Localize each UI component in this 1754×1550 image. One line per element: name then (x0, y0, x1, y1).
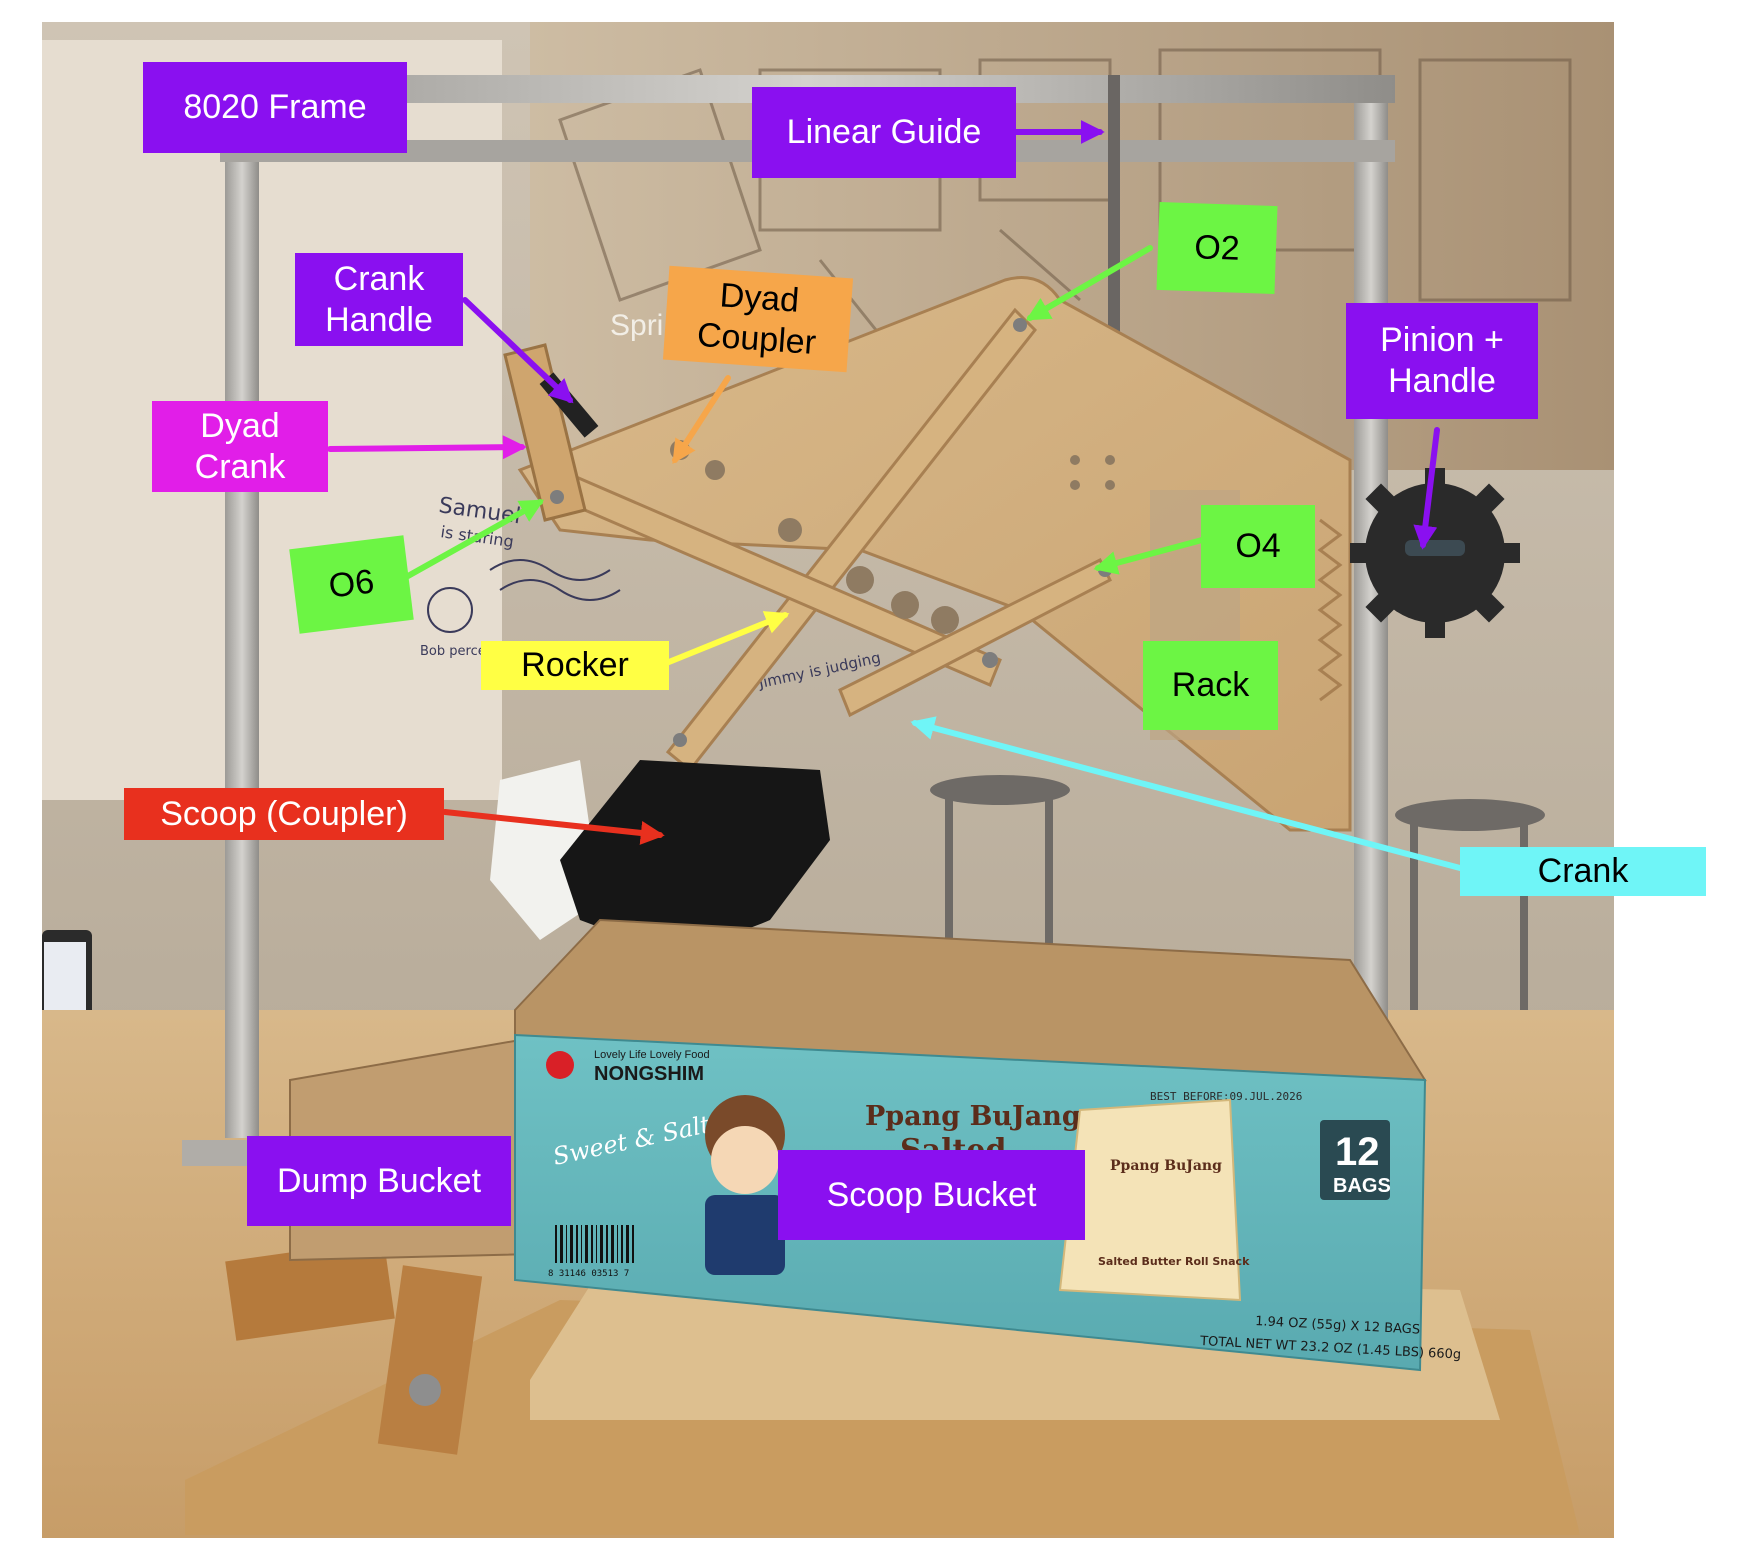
wood-block-left (225, 1239, 395, 1341)
photo: Spri Samuel is staring Bob perceives Jim… (42, 22, 1614, 1538)
annotation-arrows (327, 120, 1463, 871)
arrow-o2 (1025, 245, 1153, 321)
box-product-name: Ppang BuJang (865, 1101, 1081, 1132)
arrow-crank (910, 716, 1463, 871)
box-brand: NONGSHIM (594, 1063, 704, 1085)
scoop-part (560, 760, 830, 940)
arrow-dyad-coupler (672, 375, 731, 465)
label-crank: Crank (1460, 847, 1706, 896)
screen-text: Spri (610, 309, 663, 342)
label-rack: Rack (1143, 641, 1278, 730)
box-slogan: Lovely Life Lovely Food (594, 1049, 710, 1061)
label-rocker: Rocker (481, 641, 669, 690)
label-dump-bucket: Dump Bucket (247, 1136, 511, 1226)
arrow-rocker (661, 611, 790, 667)
arrow-dyad-crank (327, 435, 527, 460)
label-dyad-crank: Dyad Crank (152, 401, 328, 492)
wood-linkage (503, 276, 1352, 832)
label-o6: O6 (289, 535, 414, 634)
label-linear-guide: Linear Guide (752, 87, 1016, 178)
label-dyad-coupler: Dyad Coupler (662, 265, 854, 373)
barcode-number: 8 31146 03513 7 (548, 1269, 629, 1279)
wood-block-right (377, 1265, 483, 1455)
bag-title: Ppang BuJang (1110, 1158, 1222, 1174)
label-crank-handle: Crank Handle (295, 253, 463, 346)
box-best-before: BEST BEFORE:09.JUL.2026 (1150, 1090, 1302, 1103)
arrow-pinion-handle (1413, 427, 1440, 550)
arrow-o4 (1093, 537, 1205, 575)
label-o2: O2 (1156, 201, 1278, 295)
arrow-o6 (405, 499, 545, 579)
label-o4: O4 (1201, 505, 1315, 588)
bag-subtitle: Salted Butter Roll Snack (1098, 1255, 1250, 1268)
label-pinion-handle: Pinion + Handle (1346, 303, 1538, 419)
arrow-scoop-coupler (442, 809, 665, 845)
snack-bag (1058, 1098, 1242, 1302)
stools (930, 775, 1545, 1025)
label-scoop-bucket: Scoop Bucket (778, 1150, 1085, 1240)
label-8020-frame: 8020 Frame (143, 62, 407, 153)
arrow-crank-handle (462, 297, 574, 404)
pinion-gear (1350, 468, 1520, 638)
box-count-number: 12 (1335, 1130, 1380, 1174)
barcode (555, 1225, 634, 1263)
label-scoop-coupler: Scoop (Coupler) (124, 788, 444, 840)
box-count-unit: BAGS (1333, 1175, 1391, 1197)
